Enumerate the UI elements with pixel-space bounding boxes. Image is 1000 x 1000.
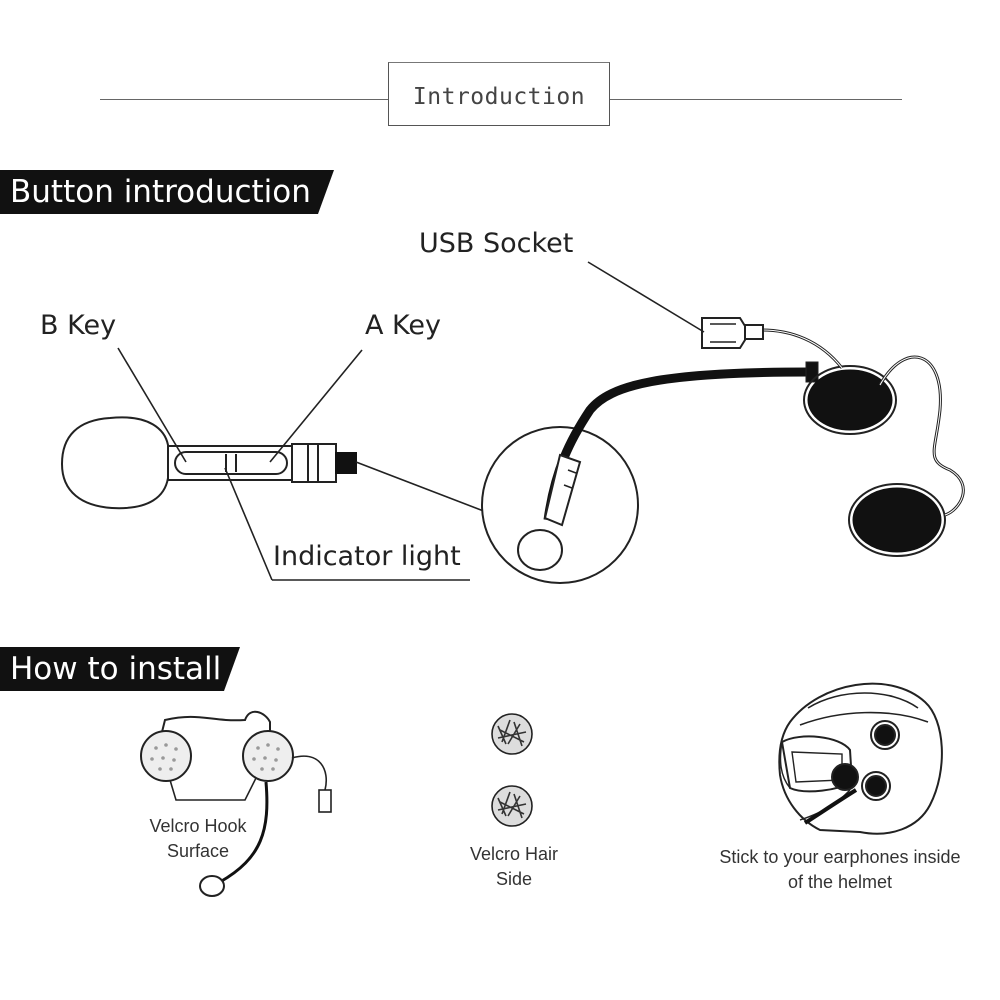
header-frame (388, 62, 610, 126)
helmet-mic-boom (803, 788, 858, 825)
helmet-illustration (778, 682, 943, 835)
mic-foam-icon (60, 416, 169, 510)
a-key-label: A Key (365, 310, 442, 341)
helmet-caption: Stick to your earphones inside of the he… (690, 845, 990, 895)
headset-illustration (481, 261, 965, 584)
header-rule-left (100, 99, 388, 100)
indicator-light-label: Indicator light (273, 541, 461, 572)
helmet-control-icon (831, 763, 859, 791)
section-title-how-to-install: How to install (10, 651, 222, 687)
velcro-hair-caption-line-1: Velcro Hair (469, 844, 559, 864)
velcro-hook-right-icon (242, 730, 294, 782)
cable-plug (335, 452, 357, 474)
header-rule-right (610, 99, 902, 100)
page-title: Introduction (412, 84, 586, 110)
button-slot (174, 451, 288, 475)
velcro-hair-caption-line-2: Side (495, 869, 533, 889)
velcro-hook-caption: Velcro Hook Surface (123, 814, 273, 864)
velcro-hair-pads (491, 713, 533, 827)
helmet-shell (778, 682, 943, 835)
speaker-right-icon (852, 487, 942, 553)
usb-socket-label: USB Socket (419, 228, 574, 259)
install-mic-head-icon (199, 875, 225, 897)
velcro-hair-pad-bottom-icon (491, 785, 533, 827)
usb-leader (587, 261, 705, 333)
velcro-hook-caption-line-2: Surface (166, 841, 230, 861)
usb-plug-icon (701, 317, 746, 349)
velcro-hair-pad-top-icon (491, 713, 533, 755)
section-banner-button-introduction: Button introduction (0, 170, 334, 214)
mic-head-icon (517, 529, 563, 571)
helmet-speaker-top-icon (874, 724, 896, 746)
speaker-left-icon (807, 369, 893, 431)
section-title-button-introduction: Button introduction (10, 174, 311, 210)
install-headset-illustration (140, 710, 332, 897)
helmet-caption-line-2: of the helmet (787, 872, 893, 892)
indicator-leader (224, 467, 273, 581)
install-boom-arm (219, 781, 269, 884)
helmet-caption-line-1: Stick to your earphones inside (719, 847, 961, 867)
b-key-leader (117, 347, 187, 463)
velcro-hair-caption: Velcro Hair Side (439, 842, 589, 892)
a-key-leader (269, 349, 363, 463)
velcro-hook-caption-line-1: Velcro Hook (149, 816, 247, 836)
control-unit-illustration (60, 347, 521, 581)
section-banner-how-to-install: How to install (0, 647, 240, 691)
helmet-speaker-bottom-icon (865, 775, 887, 797)
b-key-label: B Key (40, 310, 117, 341)
velcro-hook-left-icon (140, 730, 192, 782)
install-usb-plug-icon (318, 789, 332, 813)
